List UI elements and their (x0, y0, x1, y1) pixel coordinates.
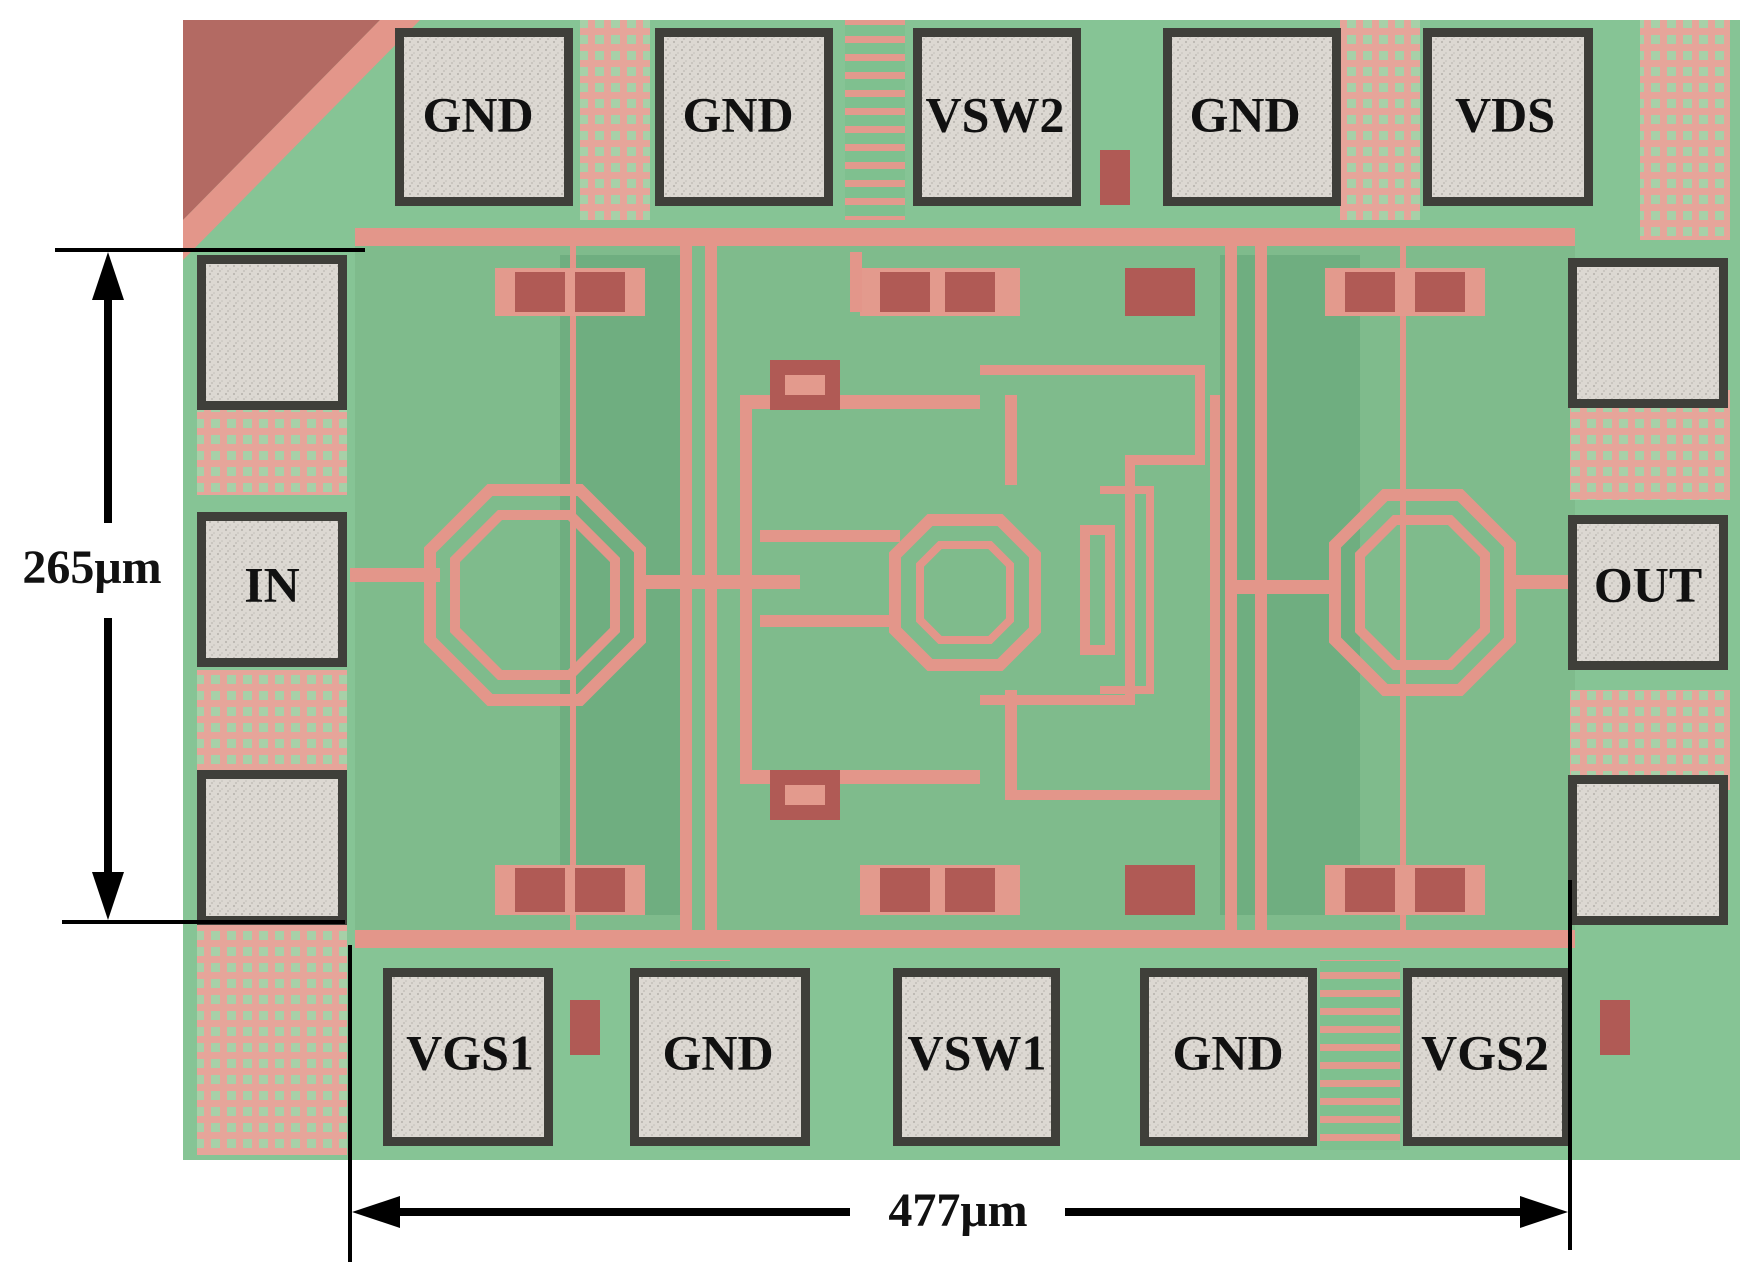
arrow-right-icon (1520, 1196, 1568, 1228)
pad-label-top-5: VDS (1455, 86, 1555, 142)
pad-label-top-4: GND (1189, 86, 1300, 142)
pad-label-bottom-2: GND (662, 1024, 773, 1080)
transistors (770, 360, 840, 820)
pad-label-in: IN (244, 556, 300, 612)
pad-top (395, 28, 1593, 206)
capacitors (495, 150, 1630, 1055)
pad-label-out: OUT (1594, 556, 1702, 612)
width-label: 477μm (888, 1184, 1027, 1237)
pad-right (1568, 258, 1728, 925)
arrow-up-icon (92, 252, 124, 300)
pad-ring (197, 28, 1728, 1146)
inductors (424, 365, 1516, 706)
width-dimension: 477μm (0, 880, 1740, 1273)
pad-label-bottom-1: VGS1 (406, 1024, 534, 1080)
pad-label-top-2: GND (682, 86, 793, 142)
height-dimension: 265μm (0, 0, 365, 1273)
arrow-down-icon (92, 872, 124, 920)
pad-label-top-3: VSW2 (926, 86, 1065, 142)
pad-label-bottom-4: GND (1172, 1024, 1283, 1080)
bias-bus (355, 228, 1575, 948)
pad-label-bottom-3: VSW1 (908, 1024, 1047, 1080)
pad-labels: GND GND VSW2 GND VDS VGS1 GND VSW1 GND V… (244, 86, 1702, 1080)
pad-label-top-1: GND (422, 86, 533, 142)
pad-bottom (383, 968, 1571, 1146)
pad-left (197, 255, 347, 925)
pad-label-bottom-5: VGS2 (1421, 1024, 1549, 1080)
arrow-left-icon (352, 1196, 400, 1228)
height-label: 265μm (22, 541, 161, 594)
